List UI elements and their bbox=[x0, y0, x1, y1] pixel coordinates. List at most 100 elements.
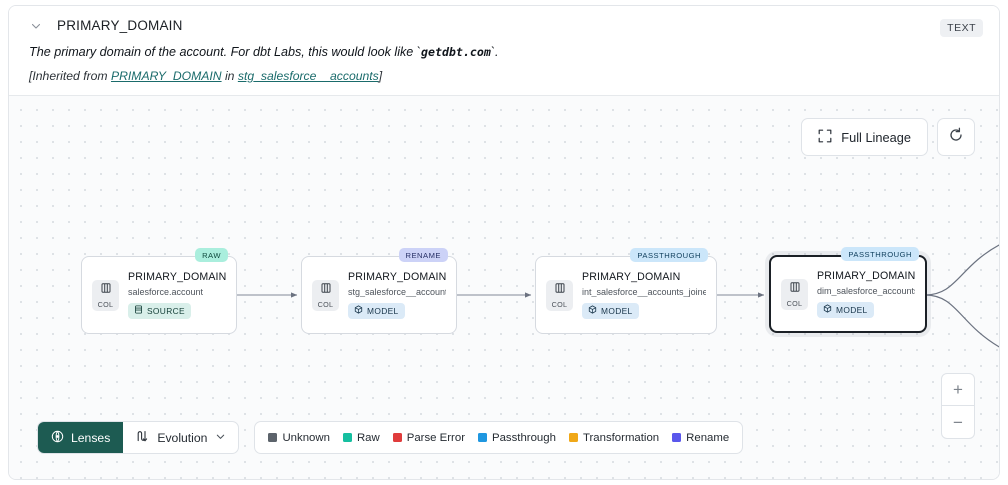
node-4-title: PRIMARY_DOMAIN bbox=[817, 269, 915, 282]
node-3-type-label: MODEL bbox=[601, 305, 633, 316]
chevron-down-icon bbox=[215, 431, 226, 445]
node-3-lens-badge: PASSTHROUGH bbox=[630, 248, 708, 262]
source-icon bbox=[134, 305, 143, 316]
lineage-node-3[interactable]: PASSTHROUGH COL PRIMARY_DOMAIN int_sales… bbox=[535, 248, 717, 334]
inherited-column-link[interactable]: PRIMARY_DOMAIN bbox=[110, 69, 222, 83]
node-1-col-label: COL bbox=[97, 300, 114, 309]
page-title: PRIMARY_DOMAIN bbox=[57, 18, 183, 33]
inherit-suffix: ] bbox=[378, 69, 383, 83]
node-4-col-label: COL bbox=[786, 299, 803, 308]
legend-item-transformation: Transformation bbox=[568, 431, 660, 444]
node-1-subtitle: salesforce.account bbox=[128, 286, 204, 297]
node-4-type-tag: MODEL bbox=[817, 301, 874, 318]
node-2-col-icon-box: COL bbox=[312, 279, 339, 311]
node-4-col-icon-box: COL bbox=[781, 278, 808, 310]
node-2-body: PRIMARY_DOMAIN stg_salesforce__accounts … bbox=[348, 271, 446, 320]
node-3-col-label: COL bbox=[551, 300, 568, 309]
legend-swatch-passthrough bbox=[477, 433, 487, 442]
node-4-type-label: MODEL bbox=[836, 304, 868, 315]
node-2-title: PRIMARY_DOMAIN bbox=[348, 270, 446, 283]
column-icon bbox=[789, 280, 801, 298]
description-text-pre: The primary domain of the account. For d… bbox=[29, 45, 421, 59]
lineage-edges bbox=[237, 244, 999, 348]
zoom-out-button[interactable]: − bbox=[953, 412, 963, 432]
canvas-bottom-bar: Lenses Evolution bbox=[37, 421, 744, 454]
node-3-title: PRIMARY_DOMAIN bbox=[582, 270, 681, 283]
edge-out-upper bbox=[924, 244, 999, 296]
node-1-body: PRIMARY_DOMAIN__C salesforce.account SOU… bbox=[128, 271, 226, 320]
refresh-button[interactable] bbox=[937, 118, 975, 156]
node-4-subtitle: dim_salesforce_accounts bbox=[817, 285, 915, 296]
column-icon bbox=[100, 281, 112, 299]
lens-icon bbox=[51, 430, 64, 446]
lineage-node-4[interactable]: PASSTHROUGH COL PRIMARY_DOMAIN dim_sales… bbox=[769, 247, 927, 333]
legend-label-transformation: Transformation bbox=[582, 431, 660, 444]
lens-control-group: Lenses Evolution bbox=[37, 421, 240, 454]
legend-swatch-unknown bbox=[268, 433, 278, 442]
node-4-body: PRIMARY_DOMAIN dim_salesforce_accounts M… bbox=[817, 270, 915, 319]
lenses-label: Lenses bbox=[71, 430, 111, 445]
legend-label-parse-error: Parse Error bbox=[406, 431, 465, 444]
legend-label-passthrough: Passthrough bbox=[491, 431, 556, 444]
lenses-button[interactable]: Lenses bbox=[38, 422, 124, 453]
description-text-post: `. bbox=[490, 45, 499, 59]
description-code: getdbt.com bbox=[421, 45, 491, 59]
legend-item-passthrough: Passthrough bbox=[477, 431, 556, 444]
node-1-col-icon-box: COL bbox=[92, 279, 119, 311]
node-3-type-tag: MODEL bbox=[582, 302, 639, 319]
column-description: The primary domain of the account. For d… bbox=[29, 45, 981, 59]
model-icon bbox=[354, 305, 363, 316]
legend-swatch-parse-error bbox=[392, 433, 402, 442]
evolution-icon bbox=[135, 429, 149, 446]
node-3-col-icon-box: COL bbox=[546, 279, 573, 311]
node-1-type-tag: SOURCE bbox=[128, 302, 191, 319]
lineage-canvas[interactable]: Full Lineage RAW bbox=[9, 95, 999, 479]
inherited-model-link[interactable]: stg_salesforce__accounts bbox=[237, 69, 379, 83]
expand-icon bbox=[818, 129, 832, 146]
legend-swatch-rename bbox=[672, 433, 682, 442]
column-type-badge: TEXT bbox=[940, 19, 983, 37]
inherit-prefix: [Inherited from bbox=[29, 69, 111, 83]
node-2-lens-badge: RENAME bbox=[398, 248, 448, 262]
node-4-lens-badge: PASSTHROUGH bbox=[841, 247, 919, 261]
node-3-body: PRIMARY_DOMAIN int_salesforce__accounts_… bbox=[582, 271, 706, 320]
inherit-middle: in bbox=[221, 69, 238, 83]
lens-legend: Unknown Raw Parse Error Passthrough Tran… bbox=[254, 421, 744, 454]
zoom-controls: + − bbox=[941, 373, 975, 439]
panel-header: PRIMARY_DOMAIN TEXT The primary domain o… bbox=[9, 6, 999, 95]
node-3-subtitle: int_salesforce__accounts_joined bbox=[582, 286, 706, 297]
node-2-type-label: MODEL bbox=[367, 305, 399, 316]
node-2-subtitle: stg_salesforce__accounts bbox=[348, 286, 446, 297]
node-1-title: PRIMARY_DOMAIN__C bbox=[128, 270, 226, 283]
legend-label-raw: Raw bbox=[356, 431, 380, 444]
zoom-in-button[interactable]: + bbox=[942, 374, 974, 406]
model-icon bbox=[823, 304, 832, 315]
model-icon bbox=[588, 305, 597, 316]
lineage-node-2[interactable]: RENAME COL PRIMARY_DOMAIN stg_salesforce… bbox=[301, 248, 457, 334]
legend-item-raw: Raw bbox=[342, 431, 380, 444]
legend-swatch-raw bbox=[342, 433, 352, 442]
legend-item-parse-error: Parse Error bbox=[392, 431, 465, 444]
full-lineage-label: Full Lineage bbox=[841, 129, 911, 145]
edge-out-lower bbox=[924, 294, 999, 348]
evolution-dropdown[interactable]: Evolution bbox=[123, 422, 238, 453]
node-1-type-label: SOURCE bbox=[147, 305, 185, 316]
evolution-label: Evolution bbox=[157, 430, 208, 445]
legend-item-rename: Rename bbox=[672, 432, 729, 444]
lineage-node-1[interactable]: RAW COL PRIMARY_DOMAIN__C salesforce.acc… bbox=[81, 248, 237, 334]
column-icon bbox=[554, 281, 566, 299]
legend-item-unknown: Unknown bbox=[268, 432, 330, 444]
node-2-type-tag: MODEL bbox=[348, 302, 405, 319]
column-icon bbox=[320, 281, 332, 299]
node-1-lens-badge: RAW bbox=[195, 248, 228, 262]
refresh-icon bbox=[948, 127, 964, 148]
chevron-down-icon[interactable] bbox=[29, 19, 43, 33]
legend-label-unknown: Unknown bbox=[282, 431, 330, 444]
full-lineage-button[interactable]: Full Lineage bbox=[801, 118, 928, 156]
column-lineage-panel: PRIMARY_DOMAIN TEXT The primary domain o… bbox=[8, 5, 1000, 480]
inherited-from-note: [Inherited from PRIMARY_DOMAIN in stg_sa… bbox=[29, 69, 981, 83]
canvas-top-controls: Full Lineage bbox=[801, 118, 975, 156]
node-2-col-label: COL bbox=[317, 300, 334, 309]
legend-swatch-transformation bbox=[568, 433, 578, 442]
legend-label-rename: Rename bbox=[686, 431, 730, 444]
